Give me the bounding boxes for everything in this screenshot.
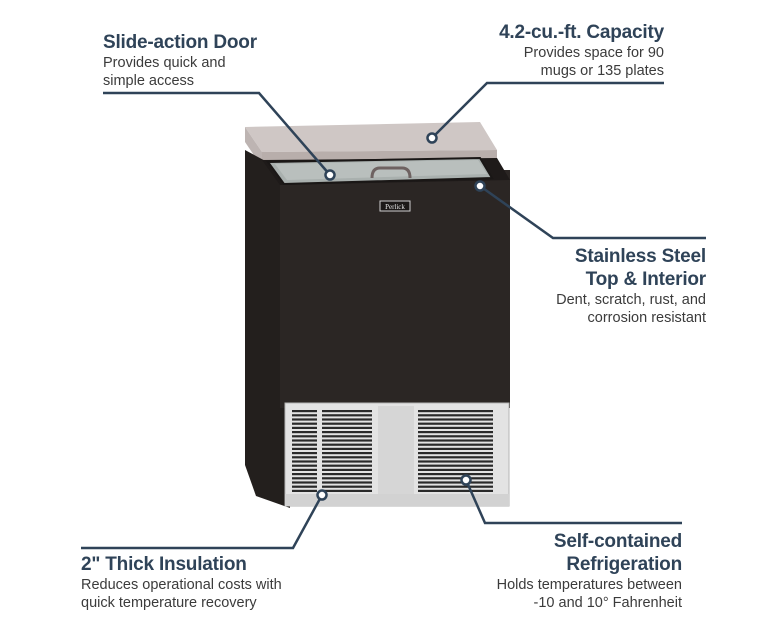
callout-title: Slide-action Door — [103, 32, 257, 53]
callout-title: 4.2-cu.-ft. Capacity — [499, 22, 664, 43]
callout-desc: Dent, scratch, rust, and — [556, 292, 706, 308]
callout-desc: Reduces operational costs with — [81, 577, 282, 593]
svg-text:Perlick: Perlick — [385, 203, 405, 211]
callout-capacity: 4.2-cu.-ft. Capacity Provides space for … — [499, 21, 664, 80]
refrigeration-marker — [460, 474, 472, 486]
callout-desc: Provides quick and — [103, 55, 226, 71]
callout-title: Refrigeration — [566, 554, 682, 575]
callout-title: Stainless Steel — [574, 246, 706, 267]
brand-badge — [379, 200, 411, 212]
callout-desc: -10 and 10° Fahrenheit — [533, 595, 682, 611]
callout-slide-door: Slide-action Door Provides quick and sim… — [103, 31, 257, 90]
callout-desc: Provides space for 90 — [523, 45, 664, 61]
callout-insulation: 2" Thick Insulation Reduces operational … — [81, 553, 282, 612]
callout-title: 2" Thick Insulation — [81, 554, 247, 575]
callout-desc: quick temperature recovery — [81, 595, 257, 611]
slide-door-marker — [324, 169, 336, 181]
callout-title: Self-contained — [553, 531, 682, 552]
capacity-marker — [426, 132, 438, 144]
callout-title: Top & Interior — [585, 269, 707, 290]
callout-refrigeration: Self-contained Refrigeration Holds tempe… — [496, 530, 683, 612]
insulation-marker — [316, 489, 328, 501]
callout-desc: corrosion resistant — [587, 310, 706, 326]
callout-desc: Holds temperatures between — [496, 577, 682, 593]
stainless-marker — [474, 180, 486, 192]
callout-desc: mugs or 135 plates — [540, 63, 664, 79]
callout-stainless: Stainless Steel Top & Interior Dent, scr… — [556, 245, 706, 327]
callout-desc: simple access — [103, 73, 195, 89]
